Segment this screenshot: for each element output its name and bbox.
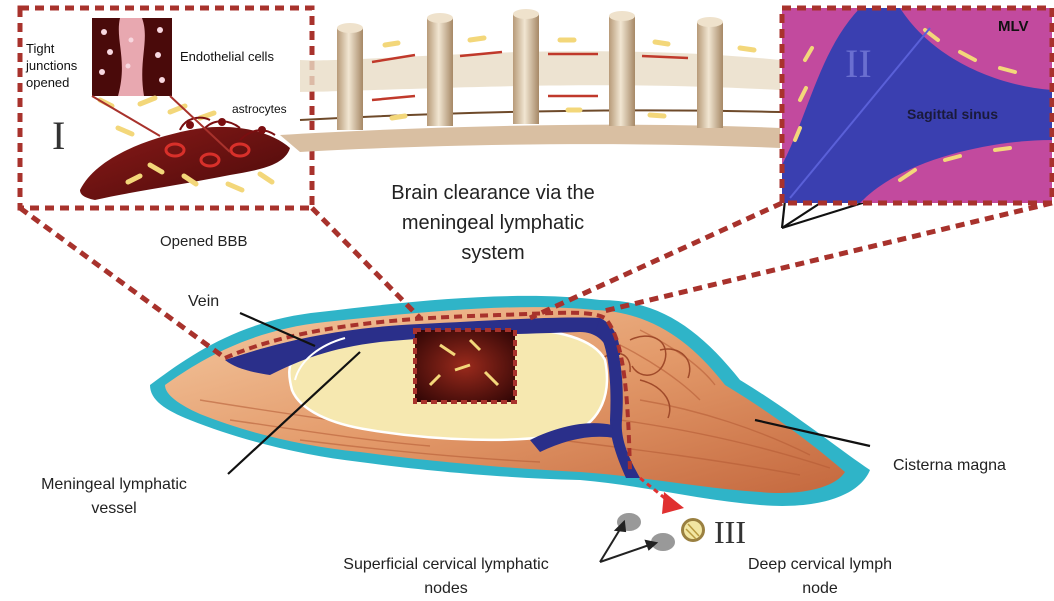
opened-bbb-caption: Opened BBB <box>160 233 248 250</box>
superficial-line-1: Superficial cervical lymphatic <box>296 553 596 577</box>
tight-junctions-line-3: opened <box>26 74 77 91</box>
tight-junctions-line-2: junctions <box>26 57 77 74</box>
pillar-4 <box>609 11 635 126</box>
meningeal-vessel-line-2: vessel <box>4 497 224 521</box>
pillar-2 <box>427 13 453 126</box>
pillar-5 <box>697 17 723 128</box>
superficial-nodes-label: Superficial cervical lymphatic nodes <box>296 553 596 601</box>
pillar-1 <box>337 23 363 130</box>
junction-gap <box>118 18 145 96</box>
deep-node-label: Deep cervical lymph node <box>720 553 920 601</box>
red-arrow-head <box>662 492 684 514</box>
astrocytes-label: astrocytes <box>232 102 287 116</box>
pillar-illustration <box>280 9 780 152</box>
diagram-title: Brain clearance via the meningeal lympha… <box>348 178 638 268</box>
pillar-3 <box>513 9 539 124</box>
title-line-3: system <box>348 238 638 268</box>
vein-label: Vein <box>188 293 219 311</box>
mlv-label: MLV <box>998 18 1029 35</box>
panel-II-numeral: II <box>845 40 872 87</box>
deep-line-1: Deep cervical lymph <box>720 553 920 577</box>
tight-junctions-label: Tight junctions opened <box>26 40 77 91</box>
panel-III-numeral: III <box>714 514 746 551</box>
title-line-1: Brain clearance via the <box>348 178 638 208</box>
title-line-2: meningeal lymphatic <box>348 208 638 238</box>
cisterna-magna-label: Cisterna magna <box>893 457 1006 475</box>
tight-junctions-line-1: Tight <box>26 40 77 57</box>
mouse-illustration <box>150 296 870 506</box>
meningeal-vessel-label: Meningeal lymphatic vessel <box>4 473 224 521</box>
endothelial-cells-label: Endothelial cells <box>180 49 274 64</box>
superficial-line-2: nodes <box>296 577 596 601</box>
meningeal-vessel-line-1: Meningeal lymphatic <box>4 473 224 497</box>
deep-line-2: node <box>720 577 920 601</box>
panel-I-numeral: I <box>52 112 65 159</box>
sagittal-sinus-label: Sagittal sinus <box>907 106 998 122</box>
